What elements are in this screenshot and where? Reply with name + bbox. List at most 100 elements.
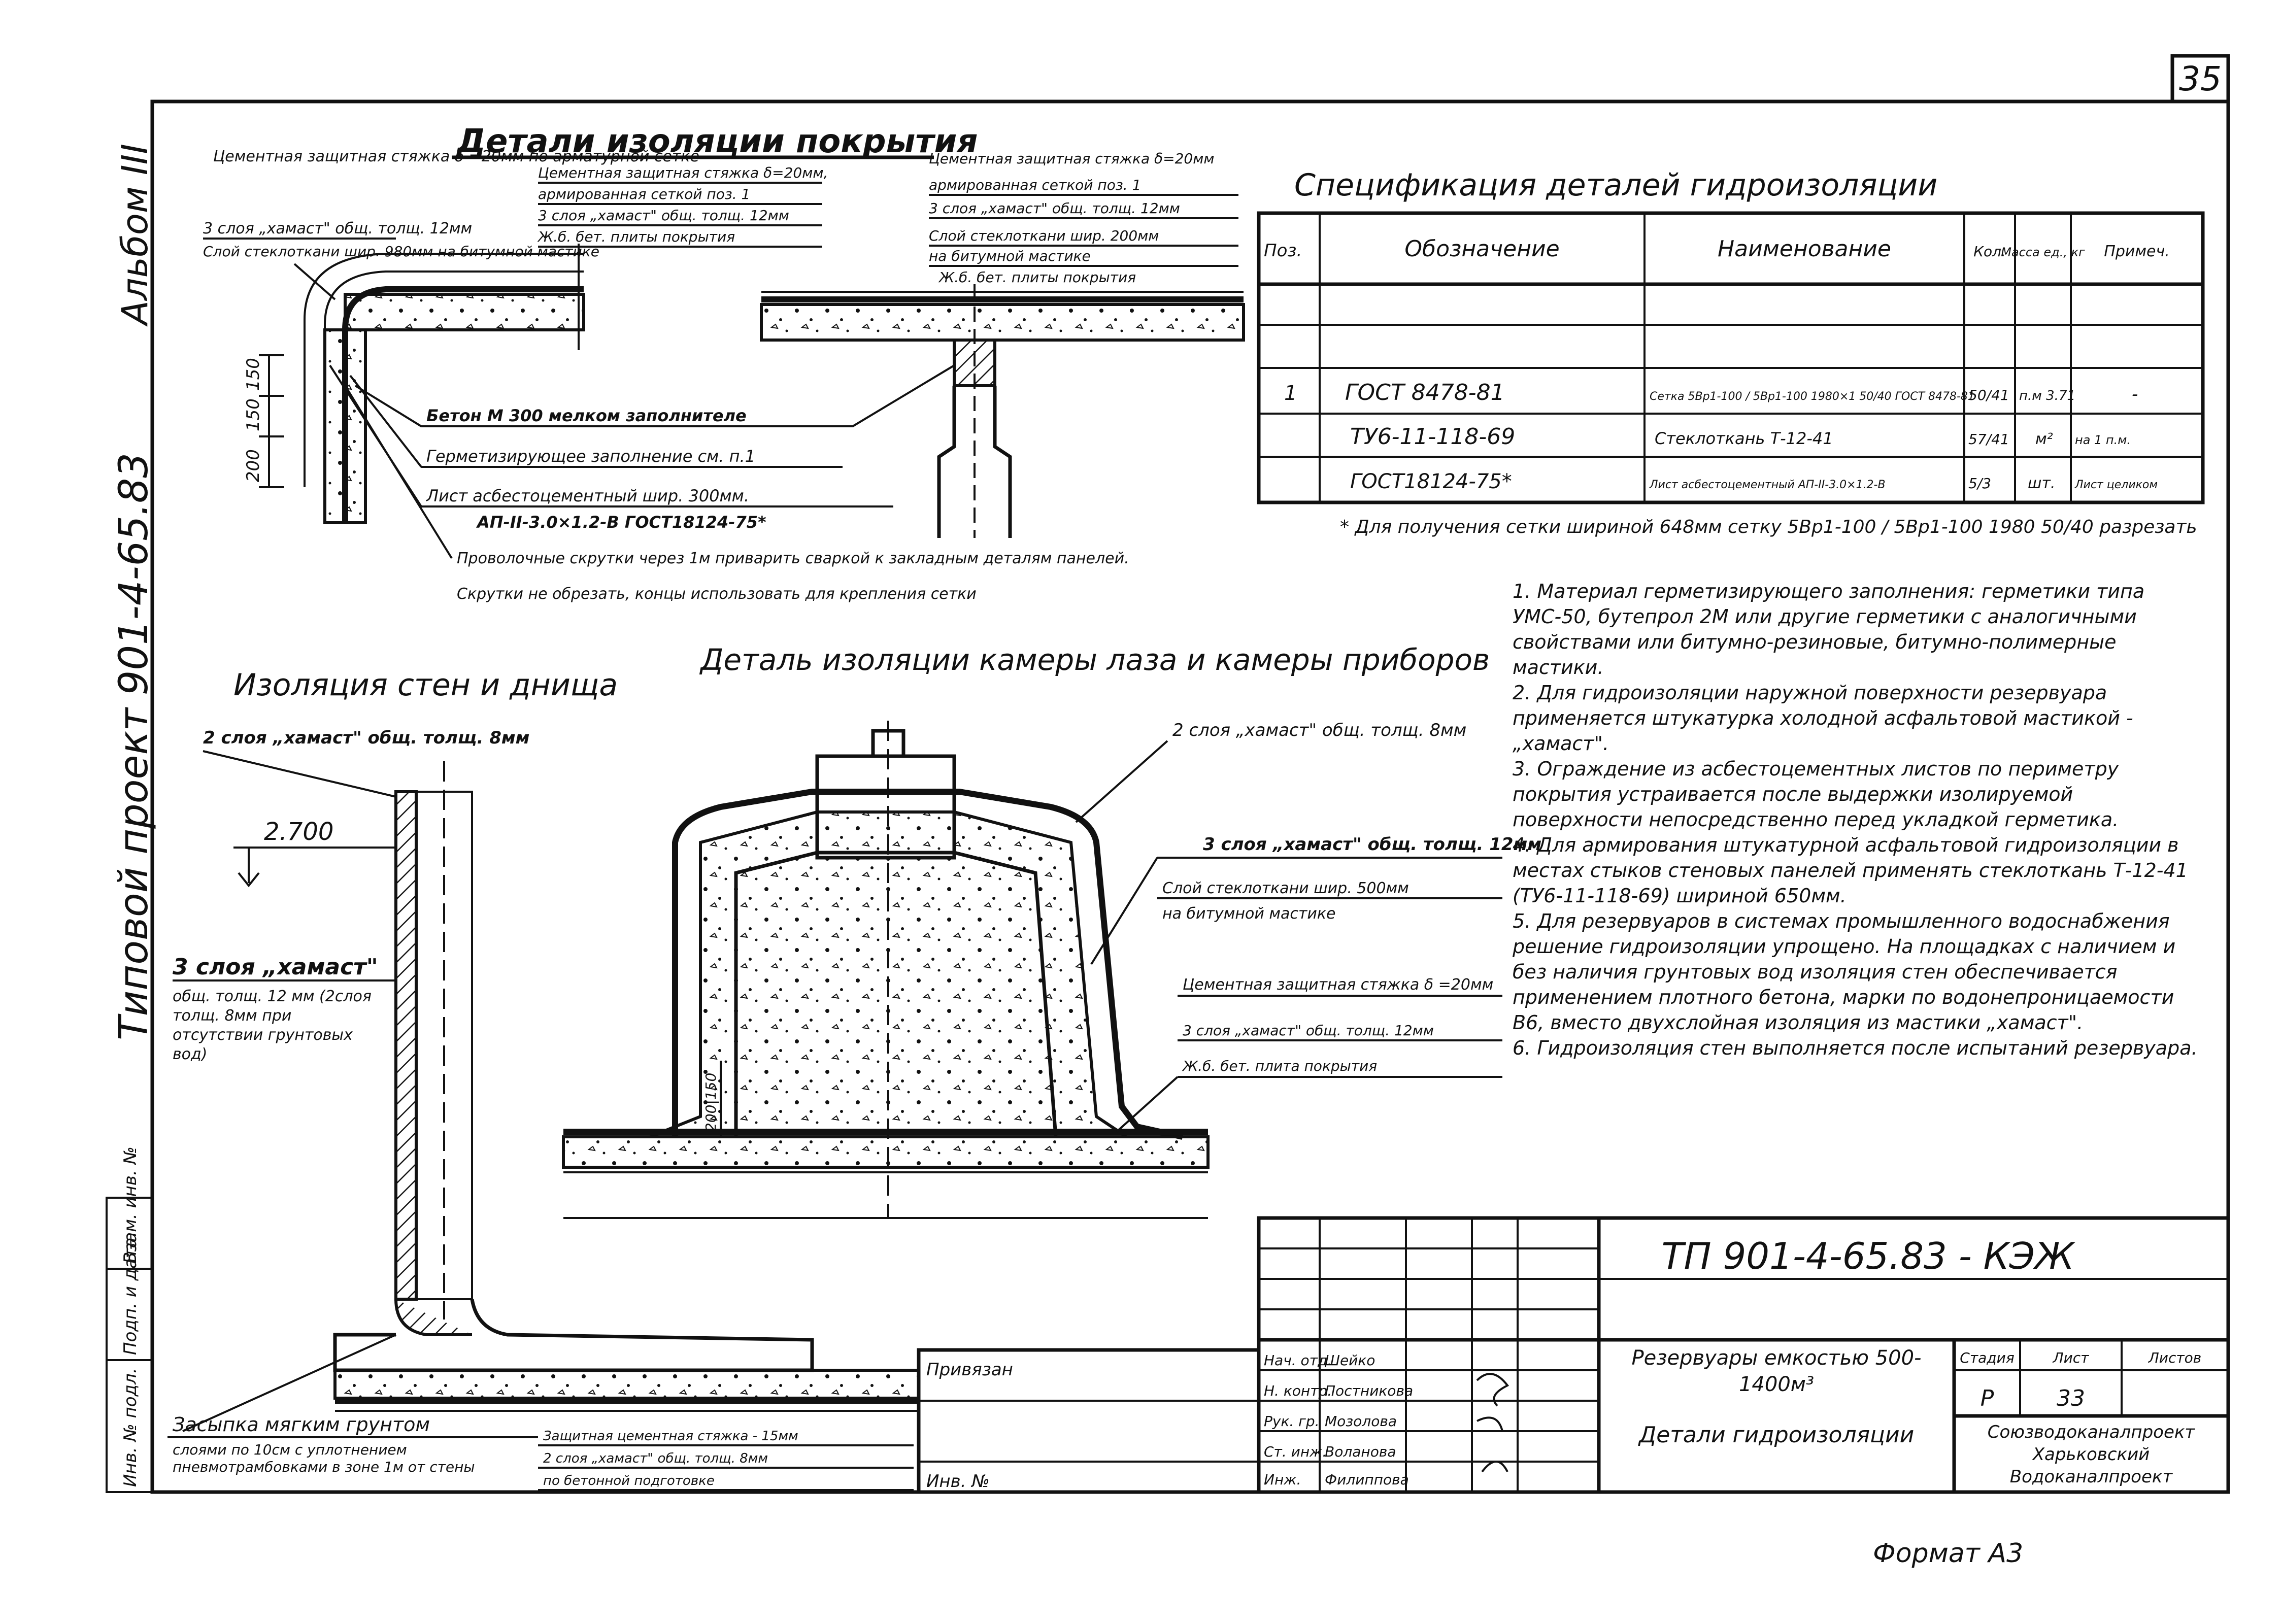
- spec-row2-name: Стеклоткань Т-12-41: [1655, 429, 1833, 448]
- spec-header-pos: Поз.: [1264, 241, 1302, 261]
- format-label: Формат А3: [1873, 1538, 2023, 1569]
- signer-1-name: Шейко: [1325, 1352, 1375, 1369]
- chamber-inner: [734, 851, 1058, 1137]
- roof-slab-right: [760, 303, 1245, 342]
- roof-label-screed-left: Цементная защитная стяжка δ =20мм по арм…: [213, 148, 699, 165]
- spec-row1-designation: ГОСТ 8478-81: [1345, 380, 1505, 405]
- title-drawing: Детали гидроизоляции: [1638, 1422, 1915, 1448]
- chamber-label-layers: 3 слоя „хамаст" общ. толщ. 12мм: [1183, 1022, 1434, 1039]
- signer-1-role: Нач. отд.: [1264, 1352, 1332, 1369]
- roof-label-hamast-right: 3 слоя „хамаст" общ. толщ. 12мм: [929, 200, 1180, 217]
- roof-dim-150b: 150: [243, 358, 263, 391]
- spec-header-designation: Обозначение: [1404, 236, 1559, 262]
- chamber-label-glass: Слой стеклоткани шир. 500мм: [1162, 879, 1409, 897]
- chamber-label-mastic: на битумной мастике: [1162, 905, 1335, 923]
- roof-label-slab-right: Ж.б. бет. плиты покрытия: [938, 269, 1136, 286]
- signer-4-name: Воланова: [1325, 1443, 1396, 1460]
- roof-insulation-details: Детали изоляции покрытия 200 150 150 Цем…: [203, 123, 1245, 603]
- roof-label-mesh-right: армированная сеткой поз. 1: [929, 177, 1141, 193]
- wall-label-backfill-body: слоями по 10см с уплотнением пневмотрамб…: [173, 1441, 475, 1475]
- project-label: Типовой проект 901-4-65.83: [111, 453, 157, 1040]
- spec-row1-qty: 50/41: [1968, 387, 2009, 403]
- chamber-label-slab: Ж.б. бет. плита покрытия: [1182, 1058, 1377, 1074]
- note-6: 6. Гидроизоляция стен выполняется после …: [1513, 1037, 2198, 1059]
- roof-label-sealant: Герметизирующее заполнение см. п.1: [426, 447, 755, 466]
- title-object: Резервуары емкостью 500-1400м³: [1631, 1346, 1922, 1396]
- chamber-roof-slab: [562, 1135, 1210, 1169]
- roof-label-wire: Проволочные скрутки через 1м приварить с…: [457, 550, 1129, 567]
- wall-label-top-layers: 2 слоя „хамаст" общ. толщ. 8мм: [203, 728, 529, 748]
- spec-header-mass: Масса ед., кг: [2001, 245, 2085, 259]
- spec-title: Спецификация деталей гидроизоляции: [1294, 167, 1937, 203]
- roof-label-sheet-gost: АП-II-3.0×1.2-В ГОСТ18124-75*: [476, 513, 766, 532]
- spec-row1-note: -: [2132, 384, 2138, 404]
- chamber-section-title: Деталь изоляции камеры лаза и камеры при…: [699, 642, 1490, 677]
- roof-label-glass-right: Слой стеклоткани шир. 200мм: [929, 227, 1159, 244]
- spec-row2-designation: ТУ6-11-118-69: [1350, 424, 1515, 450]
- stamp-replace-label: Взам. инв. №: [120, 1146, 141, 1264]
- roof-section-title: Детали изоляции покрытия: [456, 123, 978, 160]
- signer-2-role: Н. контр.: [1264, 1382, 1332, 1399]
- chamber-label-hamast: 3 слоя „хамаст" общ. толщ. 12мм: [1203, 834, 1541, 855]
- roof-label-hamast-mid: 3 слоя „хамаст" общ. толщ. 12мм: [538, 207, 789, 224]
- chamber-label-screed: Цементная защитная стяжка δ =20мм: [1183, 976, 1493, 994]
- note-3: 3. Ограждение из асбестоцементных листов…: [1513, 758, 2119, 831]
- spec-table: [1257, 211, 2205, 504]
- floor-slab: [333, 1369, 920, 1400]
- sheet-number-box: [2170, 54, 2230, 104]
- wall-floor-insulation: Изоляция стен и днища 2.700 2 слоя „хама…: [167, 667, 920, 1491]
- signer-3-name: Мозолова: [1325, 1413, 1397, 1430]
- left-margin-stamp: Инв. № подл. Подп. и дата Взам. инв. №: [106, 1146, 153, 1493]
- spec-row2-mass: м²: [2035, 430, 2053, 448]
- general-notes: 1. Материал герметизирующего заполнения:…: [1513, 580, 2198, 1059]
- roof-label-hamast-left: 3 слоя „хамаст" общ. толщ. 12мм: [203, 220, 472, 238]
- spec-row3-designation: ГОСТ18124-75*: [1350, 470, 1512, 493]
- spec-section: Спецификация деталей гидроизоляции Поз. …: [1257, 167, 2205, 537]
- wall-label-mid-body: общ. толщ. 12 мм (2слоя толщ. 8мм при от…: [173, 988, 372, 1063]
- stamp-inv-label: Инв. № подл.: [120, 1368, 141, 1487]
- spec-row3-qty: 5/3: [1968, 475, 1991, 492]
- note-5: 5. Для резервуаров в системах промышленн…: [1513, 910, 2176, 1034]
- roof-dim-200: 200: [243, 449, 263, 482]
- title-sheet-label: Лист: [2053, 1349, 2090, 1366]
- spec-header-note: Примеч.: [2104, 243, 2169, 260]
- wall-label-mid-title: 3 слоя „хамаст": [173, 954, 378, 980]
- roof-label-glass-left: Слой стеклоткани шир. 980мм на битумной …: [203, 243, 599, 260]
- roof-dim-150a: 150: [243, 398, 263, 431]
- signatures: [1476, 1373, 1509, 1473]
- roof-label-sheet: Лист асбестоцементный шир. 300мм.: [426, 486, 749, 505]
- wall-label-floor-layers: 2 слоя „хамаст" общ. толщ. 8мм: [543, 1451, 768, 1466]
- signer-2-name: Постникова: [1325, 1382, 1413, 1399]
- roof-label-mesh-mid: армированная сеткой поз. 1: [538, 186, 750, 202]
- roof-label-screed-right: Цементная защитная стяжка δ=20мм: [929, 150, 1215, 167]
- title-block: ТП 901-4-65.83 - КЭЖ Привязан Инв. № Нач…: [917, 1216, 2230, 1494]
- wall-label-screed: Защитная цементная стяжка - 15мм: [543, 1429, 798, 1444]
- signer-5-name: Филиппова: [1325, 1471, 1409, 1488]
- signer-4-role: Ст. инж.: [1264, 1443, 1327, 1460]
- note-2: 2. Для гидроизоляции наружной поверхност…: [1513, 682, 2133, 755]
- walls-section-title: Изоляция стен и днища: [233, 667, 618, 703]
- title-stage: Р: [1981, 1385, 1994, 1411]
- spec-header-qty: Кол.: [1973, 243, 2006, 260]
- sheet-number: 35: [2179, 59, 2222, 98]
- roof-label-mastic-right: на битумной мастике: [929, 248, 1091, 264]
- title-code: ТП 901-4-65.83 - КЭЖ: [1661, 1235, 2075, 1277]
- title-stage-label: Стадия: [1960, 1349, 2014, 1366]
- chamber-insulation-detail: Деталь изоляции камеры лаза и камеры при…: [562, 642, 1541, 1219]
- title-org: Союзводоканалпроект Харьковский Водокана…: [1987, 1422, 2195, 1487]
- roof-slab-left: [344, 293, 585, 331]
- title-sheets-label: Листов: [2148, 1349, 2202, 1366]
- chamber-dim: 200|150: [702, 1073, 719, 1132]
- album-label: Альбом III: [114, 144, 156, 327]
- stamp-sign-label: Подп. и дата: [120, 1237, 141, 1355]
- spec-row1-pos: 1: [1284, 382, 1297, 405]
- wall-label-prep: по бетонной подготовке: [543, 1473, 715, 1488]
- spec-row3-note: Лист целиком: [2074, 479, 2158, 491]
- spec-header-name: Наименование: [1718, 236, 1891, 262]
- roof-label-slab-mid: Ж.б. бет. плиты покрытия: [537, 228, 735, 245]
- chamber-shell: [649, 810, 1128, 1138]
- roof-label-concrete: Бетон М 300 мелком заполнителе: [426, 406, 747, 425]
- spec-row3-name: Лист асбестоцементный АП-II-3.0×1.2-В: [1649, 479, 1886, 491]
- spec-row1-name: Сетка 5Вр1-100 / 5Вр1-100 1980×1 50/40 Г…: [1650, 390, 1975, 403]
